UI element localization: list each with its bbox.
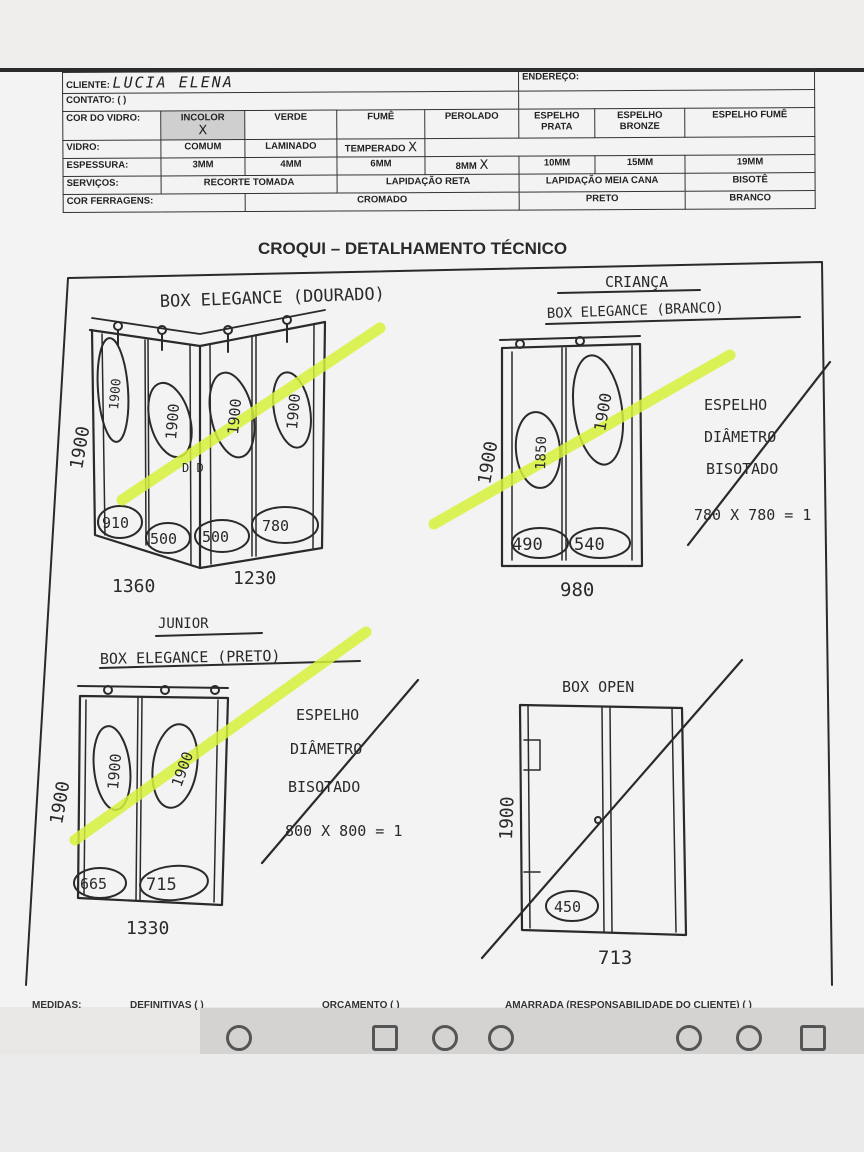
sketch1-panel-width-1: 910 xyxy=(102,514,129,532)
highlight-stroke-3 xyxy=(69,626,372,846)
sketch3-note-1: ESPELHO xyxy=(296,706,359,724)
sketch2-height: 1900 xyxy=(474,440,502,486)
paper-sheet xyxy=(0,68,864,1007)
footer-medidas: MEDIDAS: xyxy=(32,1000,82,1011)
sketch3-width: 1330 xyxy=(126,918,169,939)
sketch2-note-4: 780 X 780 = 1 xyxy=(694,506,811,524)
taskbar-chrome-icon xyxy=(676,1025,702,1051)
highlight-stroke-2 xyxy=(428,349,736,530)
sketch1-door-mark: D D xyxy=(182,461,204,475)
sketch3-panel-width-1: 665 xyxy=(80,875,107,893)
sketch2-panel-width-1: 490 xyxy=(512,535,543,555)
taskbar-briefcase-icon xyxy=(372,1025,398,1051)
sketch3-panel-width-2: 715 xyxy=(146,875,177,895)
sketch2-label: CRIANÇA xyxy=(605,273,668,291)
sketch3-note-3: BISOTADO xyxy=(288,778,360,796)
sketch-frame xyxy=(25,261,833,986)
footer-amarrada[interactable]: AMARRADA (RESPONSABILIDADE DO CLIENTE) (… xyxy=(505,1000,752,1011)
footer-options: MEDIDAS: DEFINITIVAS ( ) ORÇAMENTO ( ) A… xyxy=(0,1000,864,1014)
taskbar-clock-icon xyxy=(736,1025,762,1051)
sketch3-title: BOX ELEGANCE (PRETO) xyxy=(100,647,281,668)
sketch2-panel-height-1: 1850 xyxy=(533,436,550,470)
sketch2-note-3: BISOTADO xyxy=(706,460,778,478)
sketch2-strike xyxy=(686,360,832,547)
sketch3-note-4: 800 X 800 = 1 xyxy=(285,822,402,840)
sketch1-width-1: 1360 xyxy=(112,576,155,597)
sketch2-width: 980 xyxy=(560,579,594,601)
sketch2-note-2: DIÂMETRO xyxy=(704,427,776,446)
sketch2-title: BOX ELEGANCE (BRANCO) xyxy=(547,300,724,322)
sketch2-note-1: ESPELHO xyxy=(704,396,767,414)
photo-background-bottom xyxy=(0,1054,864,1152)
sketch1-panel-height-2: 1900 xyxy=(162,403,183,441)
sketch1-panel-height-4: 1900 xyxy=(283,393,304,431)
sketch2-panel-width-2: 540 xyxy=(574,535,605,555)
sketch1-panel-height-1: 1900 xyxy=(107,378,125,411)
sketch3-note-2: DIÂMETRO xyxy=(290,739,362,758)
footer-orcamento[interactable]: ORÇAMENTO ( ) xyxy=(322,1000,400,1011)
sketch3-height: 1900 xyxy=(46,780,74,826)
sketch4-width: 713 xyxy=(598,947,632,969)
screen-taskbar xyxy=(200,1008,864,1054)
sketch1-title: BOX ELEGANCE (DOURADO) xyxy=(159,284,385,312)
taskbar-app-icon xyxy=(488,1025,514,1051)
sketch1-panel-width-4: 780 xyxy=(262,517,289,535)
taskbar-folder-icon xyxy=(432,1025,458,1051)
sketch4-frame xyxy=(480,658,744,960)
sketch4-height: 1900 xyxy=(496,796,519,840)
sketch3-panel-height-1: 1900 xyxy=(104,753,125,791)
sketch1-width-2: 1230 xyxy=(233,568,276,589)
taskbar-circle-icon xyxy=(226,1025,252,1051)
sketch1-frame xyxy=(88,309,327,570)
taskbar-window-icon xyxy=(800,1025,826,1051)
sketch3-label: JUNIOR xyxy=(158,616,209,632)
sketch3-strike xyxy=(260,678,420,865)
highlight-stroke-1 xyxy=(116,322,386,506)
croqui-title: CROQUI – DETALHAMENTO TÉCNICO xyxy=(258,239,567,259)
sketch2-frame xyxy=(499,335,832,568)
sketch4-strike xyxy=(480,658,744,960)
sketch4-title: BOX OPEN xyxy=(562,678,634,696)
sketch1-panel-height-3: 1900 xyxy=(224,398,245,436)
footer-definitivas[interactable]: DEFINITIVAS ( ) xyxy=(130,1000,204,1011)
sketch4-panel-width: 450 xyxy=(554,898,581,916)
sketch1-height: 1900 xyxy=(66,425,94,471)
photo-background-top xyxy=(0,0,864,70)
sketch1-panel-width-2: 500 xyxy=(150,530,177,548)
sketch1-panel-width-3: 500 xyxy=(202,528,229,546)
croqui-title-text: CROQUI – DETALHAMENTO TÉCNICO xyxy=(258,239,568,258)
